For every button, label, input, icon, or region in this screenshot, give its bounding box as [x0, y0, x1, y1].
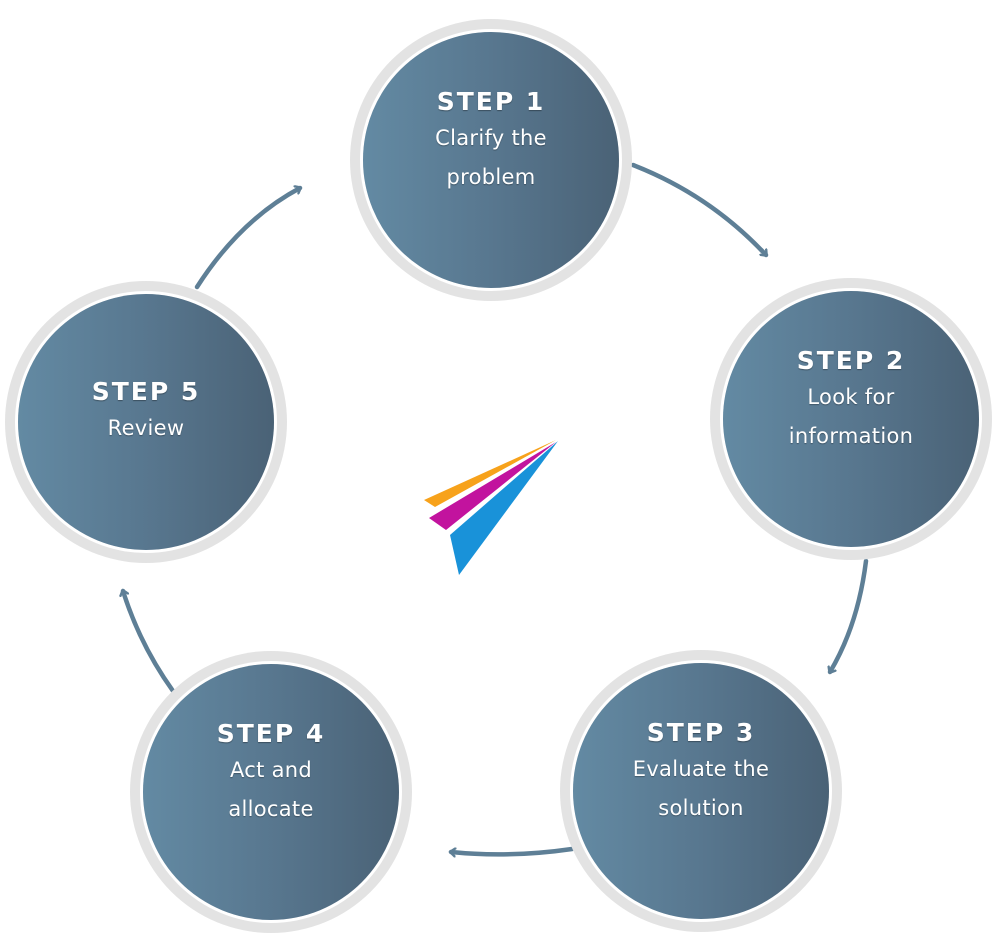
- step-3-description: Evaluate the solution: [601, 750, 801, 828]
- step-1-node: STEP 1 Clarify the problem: [350, 19, 632, 301]
- arrow-step1-to-step2: [630, 162, 769, 258]
- step-4-node: STEP 4 Act and allocate: [130, 651, 412, 933]
- step-2-description: Look for information: [751, 378, 951, 456]
- logo-magenta-stripe: [429, 442, 556, 530]
- logo-orange-stripe: [424, 440, 556, 507]
- step-3-line-1: Evaluate the: [632, 757, 770, 781]
- step-1-line-1: Clarify the: [435, 126, 547, 150]
- step-3-node: STEP 3 Evaluate the solution: [560, 650, 842, 932]
- step-4-title: STEP 4: [216, 719, 326, 748]
- step-4-circle: STEP 4 Act and allocate: [143, 664, 399, 920]
- step-2-circle: STEP 2 Look for information: [723, 291, 979, 547]
- step-3-line-2: solution: [658, 796, 744, 820]
- step-5-circle: STEP 5 Review: [18, 294, 274, 550]
- step-2-line-1: Look for: [807, 385, 895, 409]
- step-2-node: STEP 2 Look for information: [710, 278, 992, 560]
- arrow-step5-to-step1: [194, 188, 303, 290]
- step-1-line-2: problem: [446, 165, 536, 189]
- paper-plane-logo-icon: [424, 440, 558, 575]
- arrow-step4-to-step5: [123, 588, 176, 694]
- arrow-step2-to-step3: [830, 558, 869, 675]
- step-5-description: Review: [46, 409, 246, 448]
- step-1-title: STEP 1: [436, 87, 546, 116]
- step-3-title: STEP 3: [646, 718, 756, 747]
- step-4-description: Act and allocate: [171, 751, 371, 829]
- step-5-node: STEP 5 Review: [5, 281, 287, 563]
- step-4-line-2: allocate: [228, 797, 314, 821]
- arrow-step3-to-step4: [448, 846, 575, 854]
- step-5-title: STEP 5: [91, 376, 201, 406]
- step-2-line-2: information: [788, 424, 914, 448]
- logo-blue-stripe: [450, 441, 558, 575]
- step-2-title: STEP 2: [796, 346, 906, 375]
- step-5-line-1: Review: [107, 415, 185, 440]
- step-1-description: Clarify the problem: [391, 119, 591, 197]
- step-4-line-1: Act and: [229, 758, 313, 782]
- step-3-circle: STEP 3 Evaluate the solution: [573, 663, 829, 919]
- step-1-circle: STEP 1 Clarify the problem: [363, 32, 619, 288]
